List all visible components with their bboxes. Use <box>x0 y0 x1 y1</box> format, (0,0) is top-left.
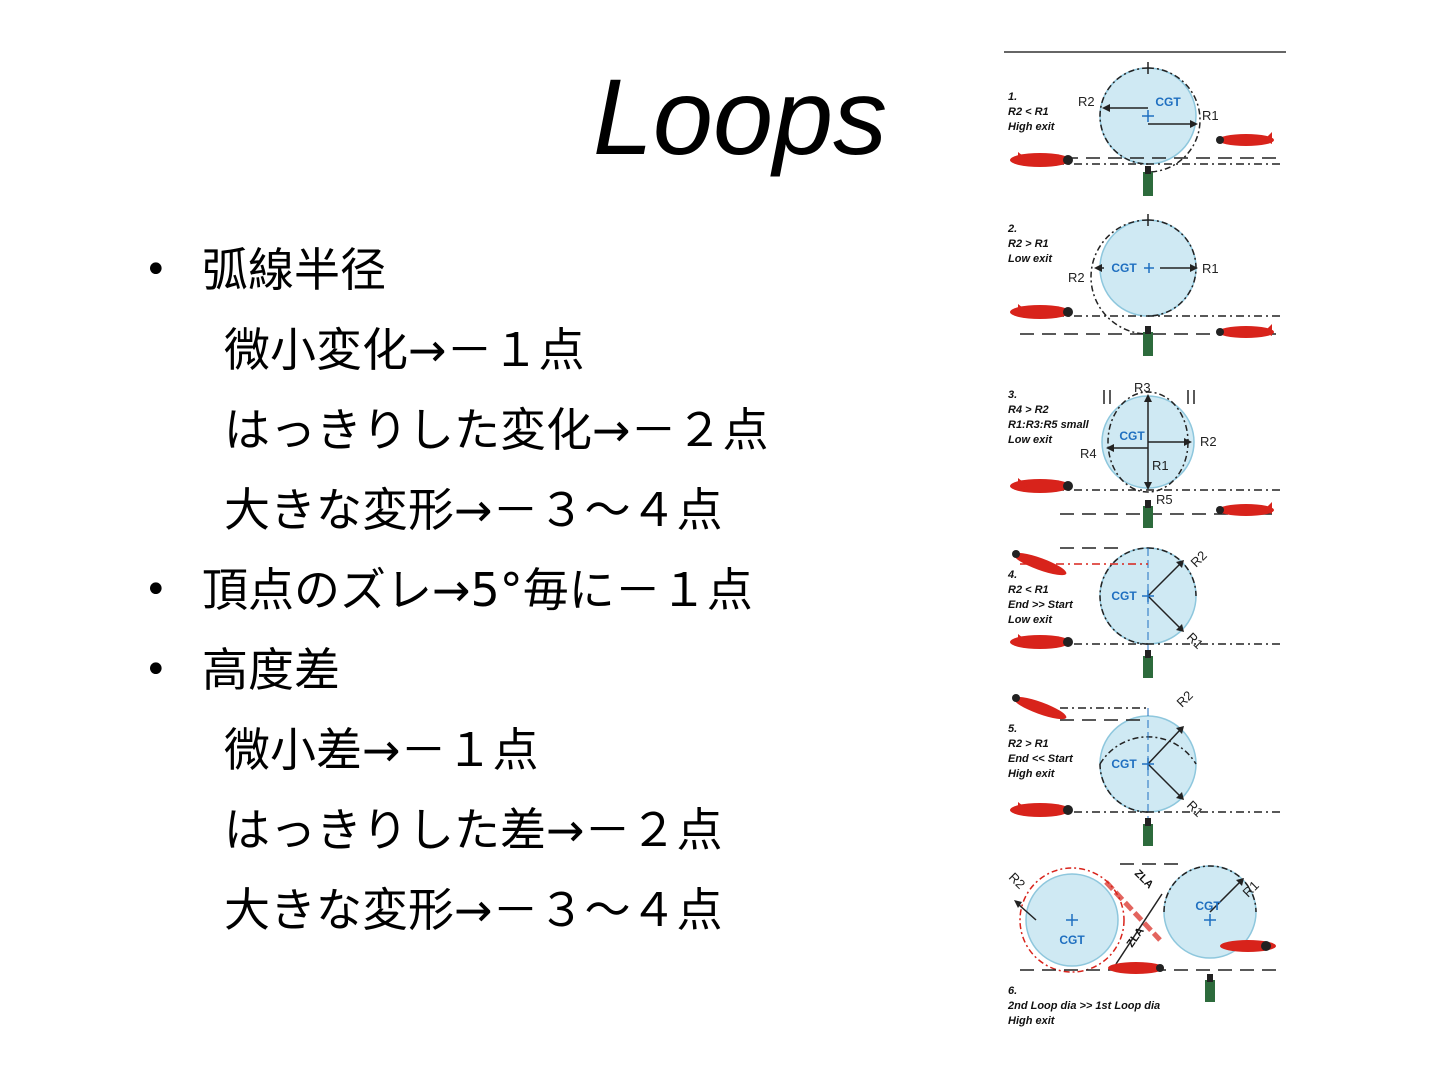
radius-label: R5 <box>1156 492 1173 507</box>
judge-icon <box>1143 818 1153 846</box>
flight-path-second <box>1019 867 1125 973</box>
radius-label: R2 <box>1006 870 1028 892</box>
radius-label: R4 <box>1080 446 1097 461</box>
radius-label: R2 <box>1078 94 1095 109</box>
cgt-label: CGT <box>1195 899 1221 913</box>
aircraft-icon-entry <box>1010 304 1073 319</box>
panel-4-line-3: End >> Start <box>1008 599 1074 611</box>
panel-4-line-2: R2 < R1 <box>1008 584 1049 596</box>
flight-path <box>1099 763 1149 813</box>
radius-label: R1 <box>1184 630 1206 652</box>
panel-1-line-1: 1. <box>1008 91 1017 103</box>
judge-icon <box>1143 650 1153 678</box>
bullet-arc-radius: 弧線半径 <box>140 230 940 310</box>
panel-5-line-1: 5. <box>1008 723 1017 735</box>
radius-label: R2 <box>1068 270 1085 285</box>
panel-5-line-3: End << Start <box>1008 753 1074 765</box>
panel-6-line-3: High exit <box>1008 1015 1056 1027</box>
judge-icon <box>1205 974 1215 1002</box>
panel-2-line-1: 2. <box>1007 223 1017 235</box>
aircraft-icon-entry <box>1010 634 1073 649</box>
panel-3-line-2: R4 > R2 <box>1008 404 1049 416</box>
aircraft-icon-entry <box>1010 152 1073 167</box>
sub-item: 微小変化→－１点 <box>224 323 585 377</box>
flight-path <box>1099 547 1149 645</box>
cgt-label: CGT <box>1111 589 1137 603</box>
panel-5-line-2: R2 > R1 <box>1008 738 1049 750</box>
panel-3-line-1: 3. <box>1008 389 1017 401</box>
radius-label: R2 <box>1174 688 1196 710</box>
cgt-label: CGT <box>1059 933 1085 947</box>
flight-path-right <box>1147 67 1201 173</box>
aircraft-icon-entry <box>1010 478 1073 493</box>
diagram-panel-2: 2. R2 > R1 Low exit CGT R2 R1 <box>1007 214 1280 356</box>
diagram-panel-3: 3. R4 > R2 R1:R3:R5 small Low exit CGT R… <box>1008 380 1280 528</box>
aircraft-icon-entry <box>1220 940 1276 952</box>
judge-icon <box>1143 326 1153 356</box>
judge-icon <box>1143 500 1153 528</box>
cgt-label: CGT <box>1111 757 1137 771</box>
sub-item: はっきりした差→－２点 <box>224 803 723 857</box>
aircraft-icon-exit <box>1012 550 1067 576</box>
aircraft-icon-entry <box>1010 802 1073 817</box>
criteria-list: 弧線半径 微小変化→－１点 はっきりした変化→－２点 大きな変形→－３～４点 頂… <box>140 230 940 950</box>
aircraft-icon-exit <box>1216 324 1274 338</box>
slide-title: Loops <box>592 56 888 177</box>
sub-item: 微小差→－１点 <box>224 723 539 777</box>
radius-label: R1 <box>1202 108 1219 123</box>
radius-label: R2 <box>1188 548 1210 570</box>
cgt-label: CGT <box>1119 429 1145 443</box>
radius-label: R3 <box>1134 380 1151 395</box>
panel-6-line-1: 6. <box>1008 985 1017 997</box>
panel-4-line-4: Low exit <box>1008 614 1053 626</box>
sub-item: はっきりした変化→－２点 <box>224 403 769 457</box>
judge-icon <box>1143 166 1153 196</box>
aircraft-icon-exit <box>1216 502 1274 516</box>
diagram-panel-5: 5. R2 > R1 End << Start High exit CGT R2… <box>1008 688 1280 846</box>
panel-2-line-2: R2 > R1 <box>1008 238 1049 250</box>
flight-path-left <box>1099 67 1149 165</box>
panel-1-line-2: R2 < R1 <box>1008 106 1049 118</box>
panel-4-line-1: 4. <box>1007 569 1017 581</box>
radius-label: R1 <box>1152 458 1169 473</box>
diagram-panel-6: CGT CGT ZLA ZLA R2 R1 6. 2nd Loop dia >>… <box>1006 863 1280 1027</box>
flight-path-first <box>1163 865 1257 913</box>
panel-3-line-4: Low exit <box>1008 434 1053 446</box>
panel-3-line-3: R1:R3:R5 small <box>1008 419 1090 431</box>
panel-1-line-3: High exit <box>1008 121 1056 133</box>
panel-5-line-4: High exit <box>1008 768 1056 780</box>
sub-item: 大きな変形→－３～４点 <box>224 883 723 937</box>
zla-label: ZLA <box>1125 925 1147 949</box>
radius-label: R1 <box>1184 798 1206 820</box>
sub-item: 大きな変形→－３～４点 <box>224 483 723 537</box>
aircraft-icon-exit <box>1012 694 1067 720</box>
aircraft-icon-exit <box>1108 962 1164 974</box>
bullet-apex-offset: 頂点のズレ→5°毎に－１点 <box>140 550 940 630</box>
bullet-altitude-difference: 高度差 <box>140 630 940 710</box>
diagram-panel-4: 4. R2 < R1 End >> Start Low exit CGT R2 … <box>1007 547 1280 678</box>
panel-2-line-3: Low exit <box>1008 253 1053 265</box>
cgt-label: CGT <box>1155 95 1181 109</box>
aircraft-icon-exit <box>1216 132 1274 146</box>
diagram-panel-1: 1. R2 < R1 High exit CGT R2 R1 <box>1008 62 1280 196</box>
loop-diagram-figure: 1. R2 < R1 High exit CGT R2 R1 2. R2 <box>1000 44 1290 1044</box>
cgt-label: CGT <box>1111 261 1137 275</box>
zla-label: ZLA <box>1132 868 1156 892</box>
panel-6-line-2: 2nd Loop dia >> 1st Loop dia <box>1007 1000 1160 1012</box>
flight-path-left <box>1090 219 1149 335</box>
radius-label: R2 <box>1200 434 1217 449</box>
radius-label: R1 <box>1202 261 1219 276</box>
